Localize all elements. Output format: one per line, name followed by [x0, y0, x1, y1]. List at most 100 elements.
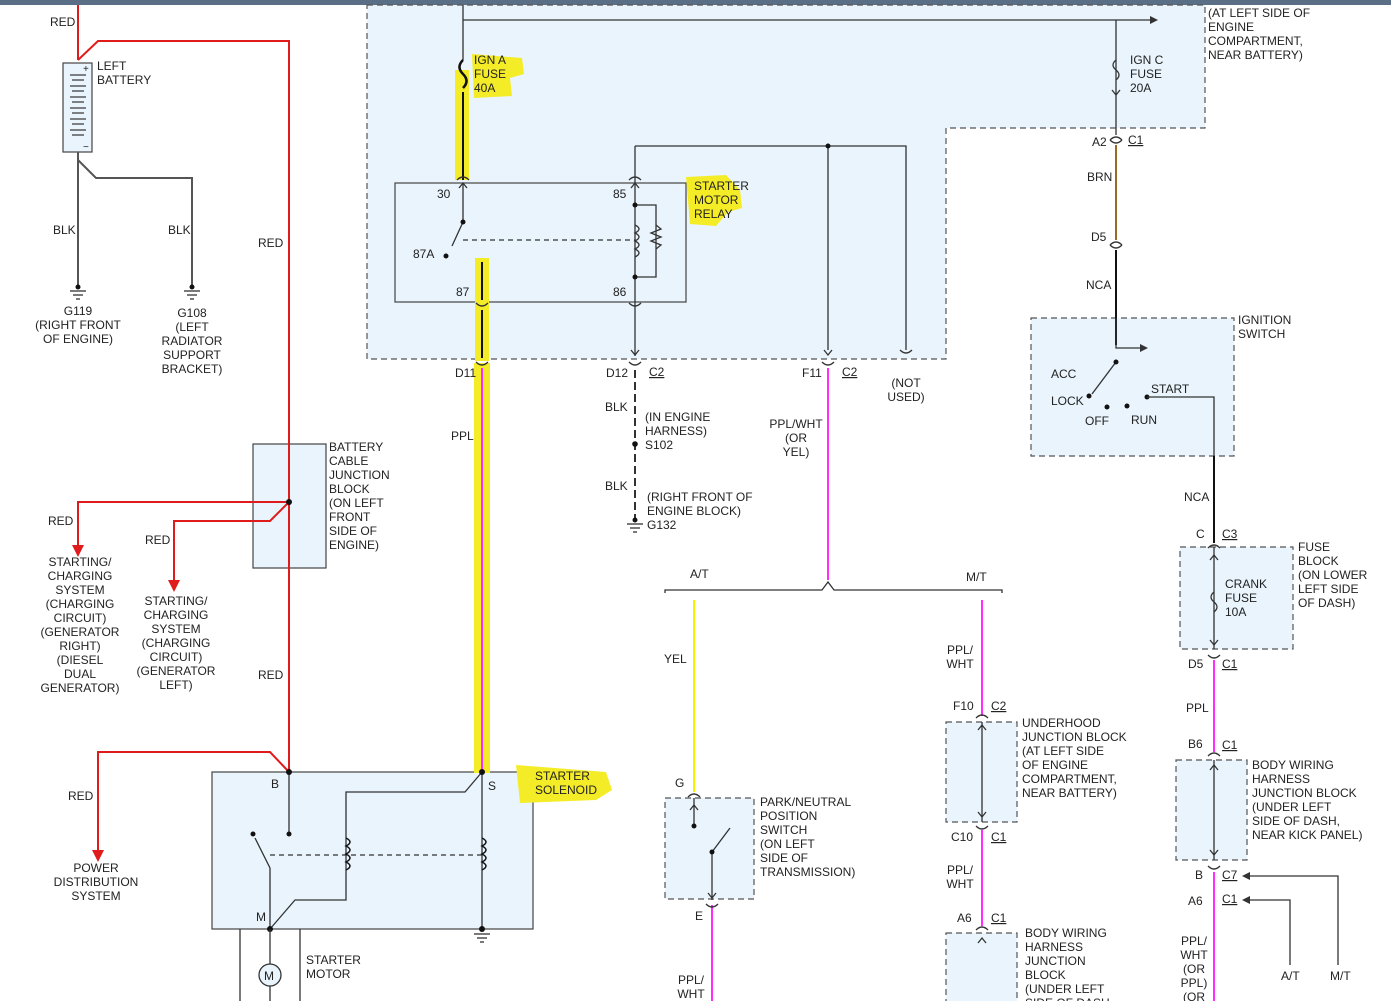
- label-line: PPL): [1181, 976, 1208, 990]
- label-line: SIDE OF: [760, 851, 808, 865]
- blk-wire-g108: [77, 159, 193, 286]
- label-line: WHT: [946, 657, 974, 671]
- label-line: FUSE: [1130, 67, 1162, 81]
- label-line: LEFT): [159, 678, 192, 692]
- label-c2-f10: C2: [991, 699, 1007, 713]
- label-line: G108: [177, 306, 207, 320]
- label-line: (RIGHT FRONT OF: [647, 490, 753, 504]
- label-line: (UNDER LEFT: [1252, 800, 1332, 814]
- label-line: DUAL: [64, 667, 96, 681]
- label-c2-f11: C2: [842, 365, 858, 379]
- label-line: FUSE: [474, 67, 506, 81]
- label-line: OF ENGINE: [1022, 758, 1088, 772]
- label-c1-a6-right: C1: [1222, 892, 1238, 906]
- label-line: ENGINE: [1208, 20, 1254, 34]
- label-line: BATTERY: [97, 73, 151, 87]
- connector-caps: [456, 136, 1221, 931]
- label-line: S102: [645, 438, 673, 452]
- label-line: USED): [887, 390, 924, 404]
- label-red-main: RED: [258, 236, 284, 250]
- label-c1-d5: C1: [1222, 657, 1238, 671]
- label-line: JUNCTION BLOCK: [1252, 786, 1357, 800]
- arrow-icon: [1140, 344, 1148, 352]
- label-line: WHT: [946, 877, 974, 891]
- label-line: (CHARGING: [46, 597, 115, 611]
- label-line: MOTOR: [694, 193, 739, 207]
- label-line: FUSE: [1298, 540, 1330, 554]
- label-blk-upper: BLK: [605, 400, 628, 414]
- label-b-right: B: [1195, 868, 1203, 882]
- mt-return-line: [1248, 875, 1339, 965]
- label-line: (ON LEFT: [760, 837, 815, 851]
- label-line: (RIGHT FRONT: [35, 318, 121, 332]
- label-line: GENERATOR): [41, 681, 120, 695]
- label-c2-d12: C2: [649, 365, 665, 379]
- label-line: ENGINE BLOCK): [647, 504, 741, 518]
- label-line: COMPARTMENT,: [1022, 772, 1117, 786]
- label-line: 10A: [1225, 605, 1246, 619]
- label-line: RIGHT): [59, 639, 100, 653]
- label-line: G132: [647, 518, 677, 532]
- label-line: G119: [64, 304, 93, 318]
- label-a6-mid: A6: [957, 911, 972, 925]
- label-line: SYSTEM: [55, 583, 104, 597]
- label-line: BLOCK: [1298, 554, 1339, 568]
- fuse-icon: [1210, 591, 1218, 613]
- label-c1-b6: C1: [1222, 738, 1238, 752]
- label-line: CHARGING: [48, 569, 113, 583]
- label-red-top: RED: [50, 15, 76, 29]
- label-line: SWITCH: [1238, 327, 1285, 341]
- label-line: OF ENGINE): [43, 332, 113, 346]
- label-line: IGNITION: [1238, 313, 1291, 327]
- label-a2: A2: [1092, 135, 1107, 149]
- label-t87a: 87A: [413, 247, 434, 261]
- label-run: RUN: [1131, 413, 1157, 427]
- fuse-block-box: [1179, 546, 1294, 650]
- label-line: (ON LOWER: [1298, 568, 1368, 582]
- label-line: PPL/: [947, 643, 974, 657]
- arrow-icon: [458, 89, 1219, 944]
- red-wire-pds: [97, 751, 290, 850]
- label-d12: D12: [606, 366, 628, 380]
- label-line: HARNESS): [645, 424, 707, 438]
- label-nca-top: NCA: [1086, 278, 1111, 292]
- label-mt-bottom: M/T: [1330, 969, 1351, 983]
- arrow-icon: [168, 580, 180, 592]
- label-line: NEAR BATTERY): [1208, 48, 1303, 62]
- ground-icon: [474, 933, 490, 943]
- label-ppl-wht-mt-2: PPL/WHT: [946, 863, 974, 891]
- relay-internal: [451, 145, 907, 356]
- label-line: STARTING/: [145, 594, 209, 608]
- label-line: ENGINE): [329, 538, 379, 552]
- label-line: PPL/: [947, 863, 974, 877]
- label-line: (OR: [785, 431, 807, 445]
- battery-minus-sign: −: [83, 142, 89, 153]
- starter-solenoid-box: [211, 771, 534, 930]
- label-line: POWER: [73, 861, 119, 875]
- label-line: STARTER: [694, 179, 749, 193]
- ground-icon: [627, 523, 643, 533]
- label-line: SYSTEM: [151, 622, 200, 636]
- label-f11: F11: [802, 366, 822, 380]
- fuse-icon: [1112, 59, 1120, 81]
- label-line: CIRCUIT): [150, 650, 203, 664]
- label-at-bottom: A/T: [1281, 969, 1300, 983]
- label-acc: ACC: [1051, 367, 1077, 381]
- label-line: TRANSMISSION): [760, 865, 855, 879]
- ignition-switch-internal: [1115, 318, 1140, 349]
- red-wire-charging-left: [173, 501, 290, 585]
- label-line: PPL/WHT: [769, 417, 823, 431]
- label-line: (GENERATOR: [137, 664, 216, 678]
- relay-coil-icon: [344, 837, 487, 871]
